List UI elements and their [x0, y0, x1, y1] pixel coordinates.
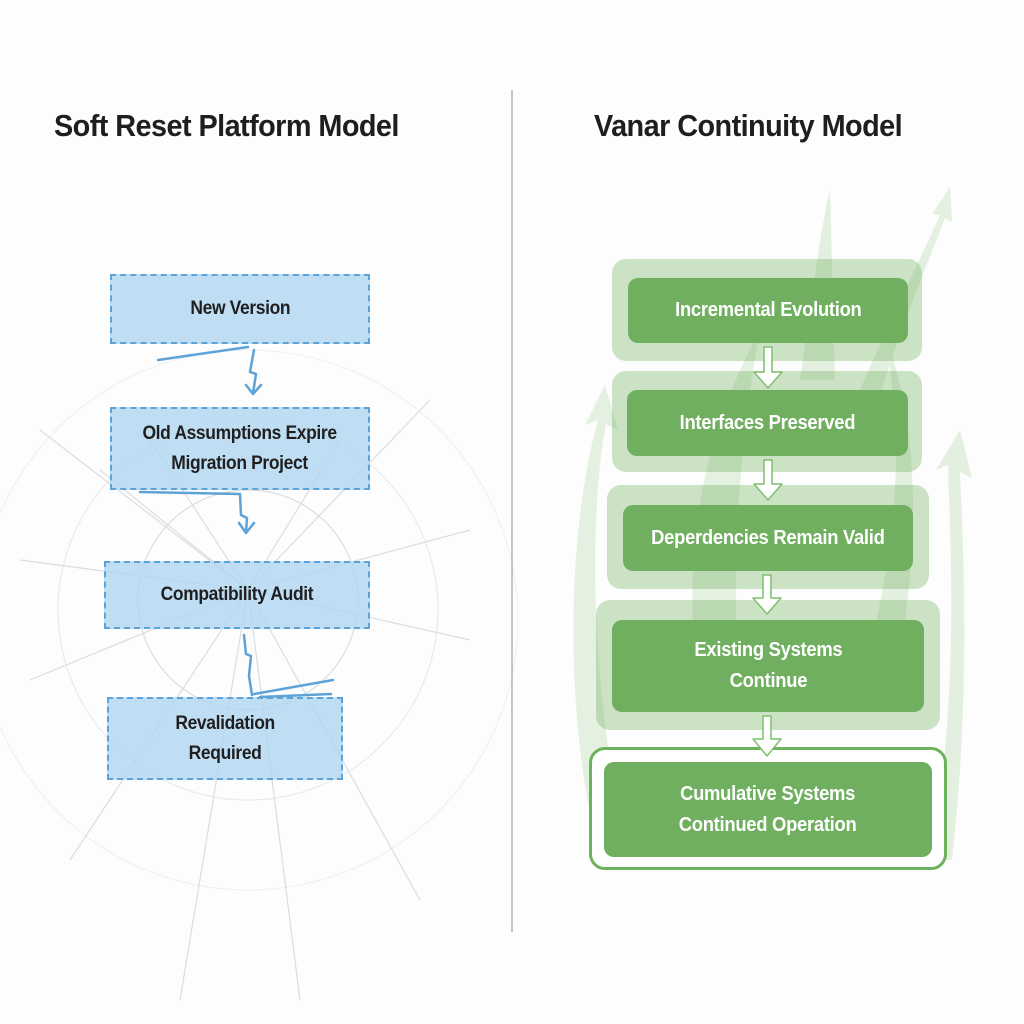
step-revalidation-required: Revalidation Required: [107, 697, 343, 780]
step-label: Continued Operation: [679, 813, 857, 836]
broken-arrow-icon: [242, 633, 335, 699]
step-dependencies-remain-valid: Deperdencies Remain Valid: [623, 505, 913, 571]
step-label: Deperdencies Remain Valid: [651, 526, 885, 549]
step-interfaces-preserved: Interfaces Preserved: [627, 390, 908, 456]
step-label: Interfaces Preserved: [679, 411, 856, 434]
step-label: Incremental Evolution: [674, 299, 862, 321]
step-label: Required: [188, 742, 262, 764]
step-compatibility-audit: Compatibility Audit: [104, 561, 370, 629]
step-label: Migration Project: [171, 452, 309, 474]
step-new-version: New Version: [110, 274, 370, 344]
step-label: Existing Systems: [694, 639, 842, 661]
broken-arrow-icon: [156, 345, 263, 396]
right-panel-title: Vanar Continuity Model: [594, 108, 903, 143]
panel-divider: [511, 90, 513, 932]
step-old-assumptions-expire: Old Assumptions Expire Migration Project: [110, 407, 370, 490]
step-label: Old Assumptions Expire: [142, 422, 338, 444]
step-label: Compatibility Audit: [160, 584, 314, 605]
broken-arrow-icon: [138, 490, 256, 535]
down-arrow-icon: [753, 346, 783, 389]
step-existing-systems-continue: Existing Systems Continue: [612, 620, 924, 712]
step-label: Cumulative Systems: [680, 782, 856, 805]
growth-arrow-icon: [573, 385, 630, 860]
step-incremental-evolution: Incremental Evolution: [628, 278, 908, 343]
step-cumulative-systems: Cumulative Systems Continued Operation: [604, 762, 932, 857]
step-label: Revalidation: [175, 712, 275, 734]
left-panel-title: Soft Reset Platform Model: [54, 108, 399, 143]
down-arrow-icon: [752, 715, 782, 757]
down-arrow-icon: [753, 459, 783, 501]
step-label: New Version: [190, 298, 290, 319]
growth-arrow-icon: [930, 430, 972, 860]
step-label: Continue: [729, 670, 807, 692]
down-arrow-icon: [752, 574, 782, 615]
